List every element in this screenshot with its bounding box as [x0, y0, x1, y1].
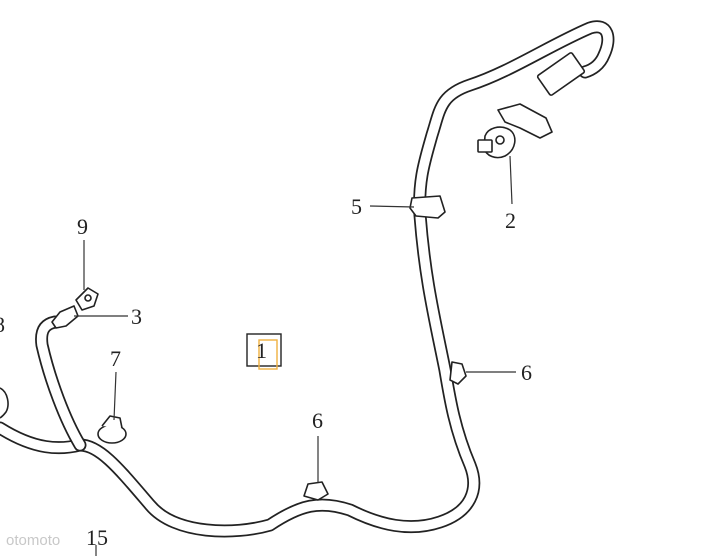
- branch-cable: [35, 315, 87, 452]
- battery-terminal-clamp: [477, 52, 586, 159]
- callout-5: 5: [351, 194, 362, 219]
- callout-8-partial: 8: [0, 312, 5, 337]
- cable-clip: [409, 195, 446, 219]
- push-rivet-right: [449, 361, 467, 385]
- callout-2: 2: [505, 208, 516, 233]
- callout-1: 1: [256, 338, 267, 363]
- battery-cable: [0, 20, 615, 538]
- leader-2: [509, 155, 513, 205]
- watermark: otomoto: [6, 532, 60, 549]
- callout-3: 3: [131, 304, 142, 329]
- push-rivet-bottom: [303, 481, 329, 501]
- callout-6-right: 6: [521, 360, 532, 385]
- ring-terminal: [51, 287, 99, 329]
- left-loop-part: [0, 387, 9, 419]
- leader-5: [369, 205, 415, 208]
- callout-15: 15: [86, 525, 108, 550]
- hose-clamp: [97, 415, 127, 444]
- leader-7: [113, 371, 117, 421]
- callout-6-bottom: 6: [312, 408, 323, 433]
- part-1-boxed-label: 1: [246, 333, 282, 370]
- callout-9: 9: [77, 214, 88, 239]
- callout-7: 7: [110, 346, 121, 371]
